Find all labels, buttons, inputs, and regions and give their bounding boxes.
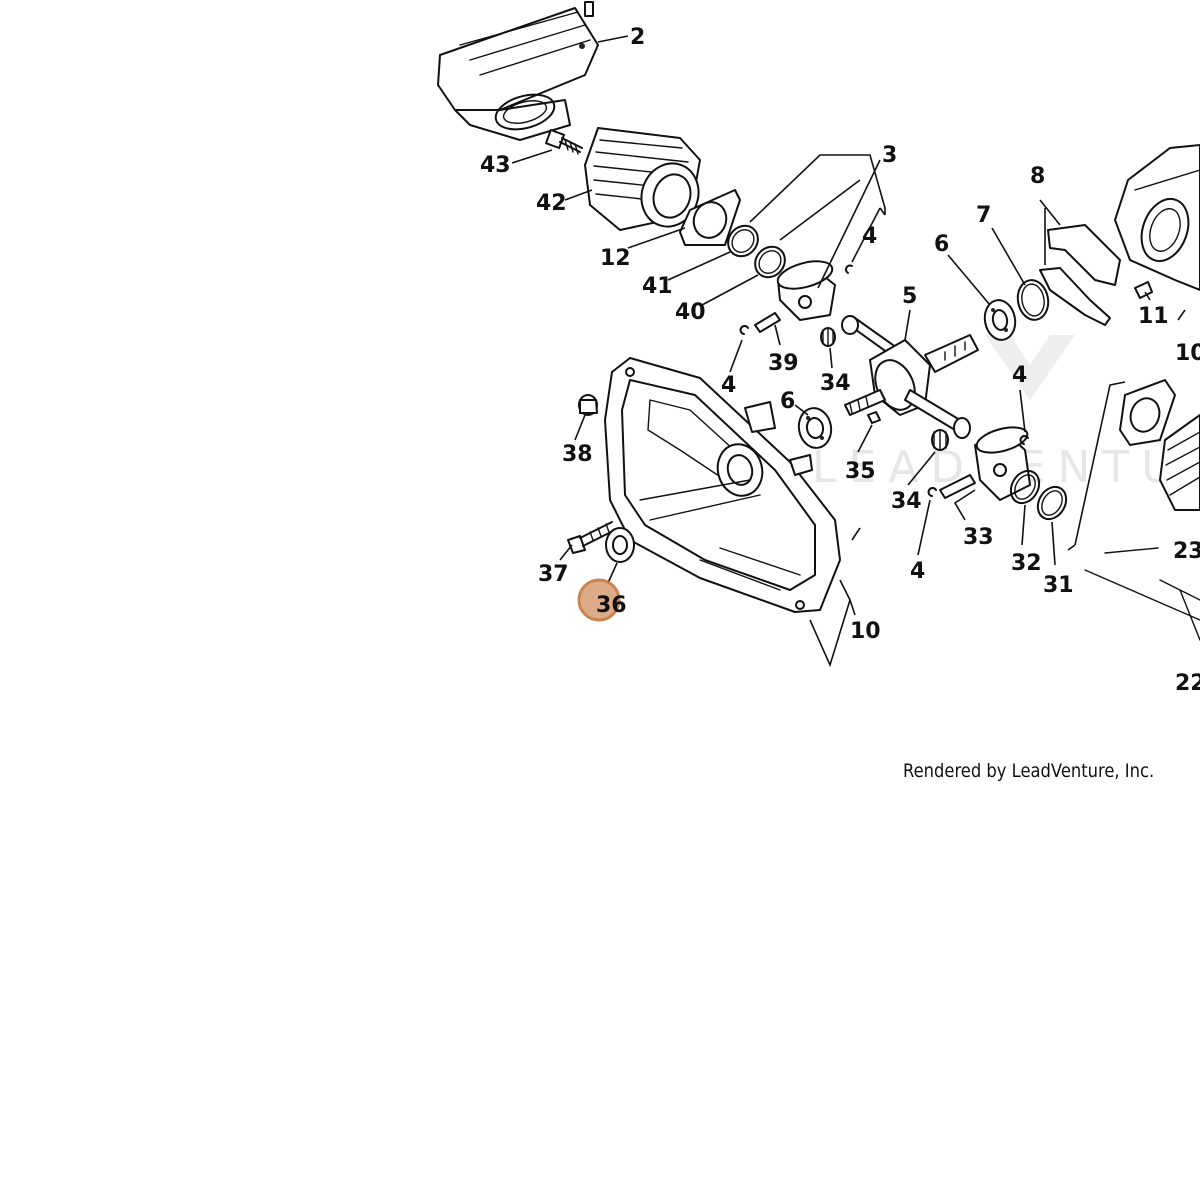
part-8-bracket[interactable] — [1039, 224, 1121, 326]
callout-4-d[interactable]: 4 — [910, 559, 925, 584]
callout-38[interactable]: 38 — [562, 442, 593, 467]
part-34-needle-bearing-b[interactable] — [931, 429, 949, 451]
crankcase-right-partial[interactable] — [1114, 144, 1200, 291]
part-31-piston-ring[interactable] — [1032, 482, 1072, 524]
callout-2[interactable]: 2 — [630, 25, 645, 50]
callout-34-a[interactable]: 34 — [820, 371, 851, 396]
part-39-piston-pin[interactable] — [754, 312, 781, 333]
part-36-oil-seal[interactable] — [605, 527, 635, 563]
callout-10-a[interactable]: 10 — [1175, 341, 1200, 366]
part-34-needle-bearing-a[interactable] — [820, 327, 836, 347]
part-33-piston-pin[interactable] — [939, 474, 976, 499]
callout-39[interactable]: 39 — [768, 351, 799, 376]
part-41-piston-ring[interactable] — [722, 220, 764, 263]
highlight-marker-36[interactable] — [577, 578, 621, 622]
callout-42[interactable]: 42 — [536, 191, 567, 216]
callout-34-b[interactable]: 34 — [891, 489, 922, 514]
part-3-piston[interactable] — [775, 256, 836, 321]
part-2-cylinder-cover[interactable] — [437, 1, 599, 141]
callout-33[interactable]: 33 — [963, 525, 994, 550]
part-4-clip-d[interactable] — [927, 487, 937, 497]
part-6-bearing-a[interactable] — [982, 298, 1018, 343]
part-4-clip-a[interactable] — [739, 325, 749, 335]
part-42-cylinder[interactable] — [584, 127, 707, 235]
part-6-bearing-b[interactable] — [796, 406, 834, 451]
callout-5[interactable]: 5 — [902, 284, 917, 309]
cylinder-right-partial[interactable] — [1119, 379, 1200, 511]
callout-32[interactable]: 32 — [1011, 551, 1042, 576]
part-7-snap-ring[interactable] — [1015, 278, 1051, 323]
part-40-piston-ring[interactable] — [749, 241, 791, 284]
part-4-clip-b[interactable] — [845, 264, 853, 274]
callout-4-a[interactable]: 4 — [862, 224, 877, 249]
callout-41[interactable]: 41 — [642, 274, 673, 299]
callout-4-b[interactable]: 4 — [721, 373, 736, 398]
callout-11[interactable]: 11 — [1138, 304, 1169, 329]
part-10-crankcase-left[interactable] — [604, 357, 841, 613]
callout-43[interactable]: 43 — [480, 153, 511, 178]
part-43-screw[interactable] — [545, 129, 583, 155]
callout-37[interactable]: 37 — [538, 562, 569, 587]
callout-40[interactable]: 40 — [675, 300, 706, 325]
callout-23[interactable]: 23 — [1173, 539, 1200, 564]
callout-8[interactable]: 8 — [1030, 164, 1045, 189]
part-38-plug[interactable] — [578, 394, 598, 416]
lower-right-partial-assembly — [1084, 547, 1200, 641]
callout-7[interactable]: 7 — [976, 203, 991, 228]
callout-22[interactable]: 22 — [1175, 671, 1200, 696]
part-4-clip-c[interactable] — [1019, 435, 1029, 445]
callout-3[interactable]: 3 — [882, 143, 897, 168]
callout-12[interactable]: 12 — [600, 246, 631, 271]
callout-6-a[interactable]: 6 — [934, 232, 949, 257]
callout-36[interactable]: 36 — [596, 593, 627, 618]
callout-6-b[interactable]: 6 — [780, 389, 795, 414]
render-credit: Rendered by LeadVenture, Inc. — [903, 760, 1155, 782]
leader-lines — [511, 35, 1186, 668]
callout-labels: 2 43 42 12 41 40 3 4 39 4 34 5 6 7 8 11 … — [480, 25, 1200, 696]
part-5-crankshaft[interactable] — [841, 315, 979, 439]
callout-35[interactable]: 35 — [845, 459, 876, 484]
part-35-key[interactable] — [867, 411, 881, 424]
part-11-dowel-pin[interactable] — [1134, 281, 1153, 299]
callout-31[interactable]: 31 — [1043, 573, 1074, 598]
part-32-piston-ring[interactable] — [1005, 466, 1045, 508]
callout-4-c[interactable]: 4 — [1012, 363, 1027, 388]
part-12-gasket[interactable] — [679, 189, 741, 246]
callout-10-b[interactable]: 10 — [850, 619, 881, 644]
